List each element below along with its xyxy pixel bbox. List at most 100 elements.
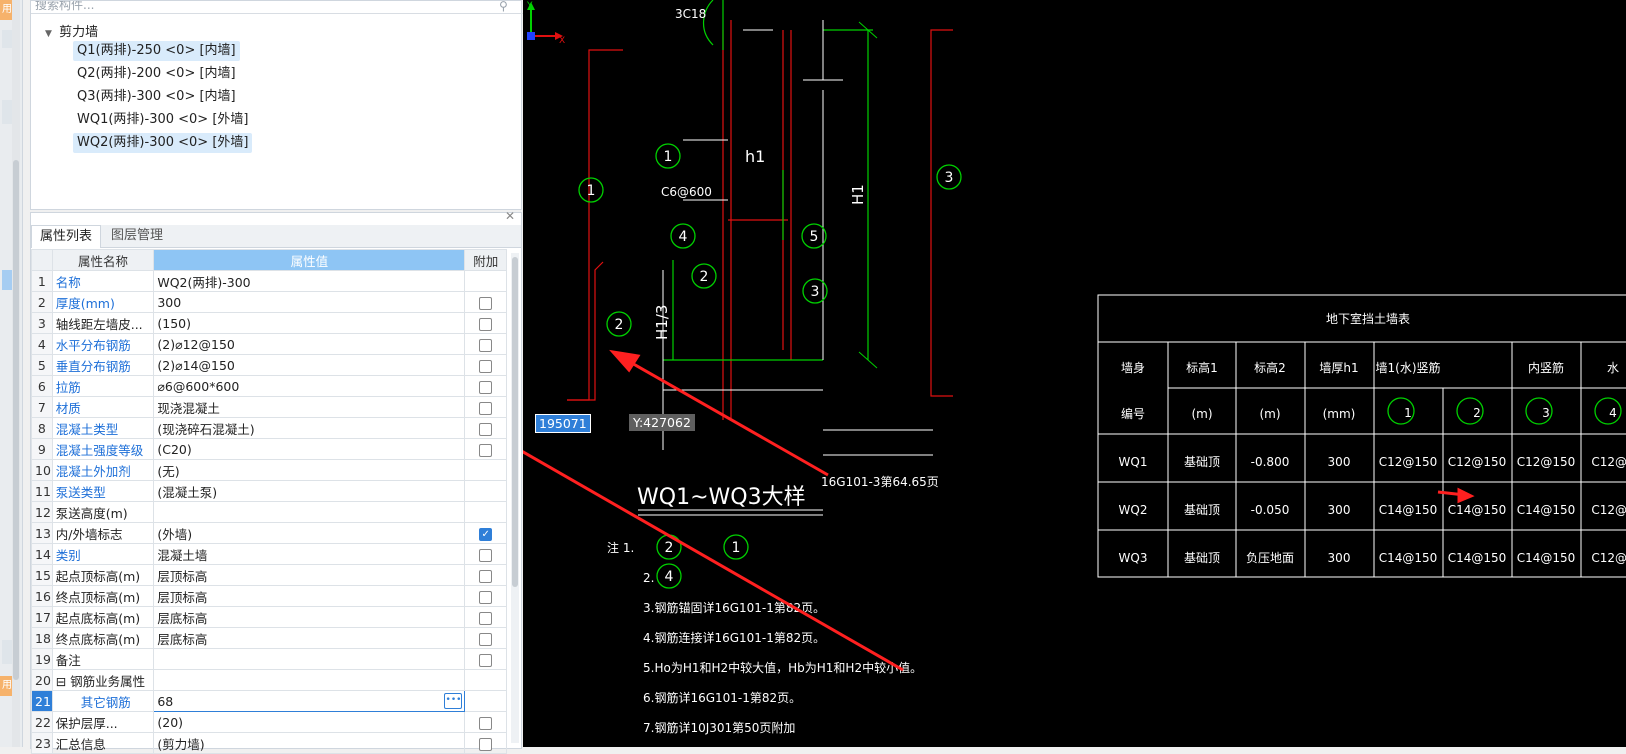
row-index: 9 xyxy=(31,438,53,460)
attach-checkbox[interactable] xyxy=(479,422,493,436)
property-value[interactable]: (混凝土泵) xyxy=(153,480,466,502)
attach-checkbox[interactable] xyxy=(479,317,493,331)
property-value-text[interactable]: 68 xyxy=(157,693,174,709)
tree-item[interactable]: Q1(两排)-250 <0> [内墙] xyxy=(73,41,240,61)
property-value[interactable]: (2)⌀12@150 xyxy=(153,333,466,355)
property-value[interactable] xyxy=(153,669,466,691)
left-scrollbar-thumb[interactable] xyxy=(13,160,19,680)
attach-checkbox[interactable] xyxy=(479,653,493,667)
row-index: 2 xyxy=(31,291,53,313)
left-tab-top[interactable]: 用 xyxy=(0,0,14,20)
property-scrollbar-thumb[interactable] xyxy=(512,257,518,587)
attach-checkbox[interactable] xyxy=(479,338,493,352)
property-value[interactable]: (外墙) xyxy=(153,522,466,544)
attach-checkbox[interactable] xyxy=(479,611,493,625)
tree-group-shear-wall[interactable]: ▼ 剪力墙 xyxy=(45,21,98,40)
tree-group-label: 剪力墙 xyxy=(59,25,99,40)
row-index: 21 xyxy=(31,690,53,712)
property-value-input[interactable]: 68 ••• xyxy=(153,690,466,712)
property-name: 泵送高度(m) xyxy=(51,501,155,523)
property-value[interactable]: 层顶标高 xyxy=(153,564,466,586)
property-value[interactable]: 混凝土墙 xyxy=(153,543,466,565)
left-tab-bottom[interactable]: 用 xyxy=(0,676,14,696)
property-value[interactable]: (150) xyxy=(153,312,466,334)
attach-checkbox[interactable]: ✓ xyxy=(479,527,493,541)
table-subheader: 2 xyxy=(1473,406,1481,420)
property-value[interactable]: (C20) xyxy=(153,438,466,460)
property-value[interactable]: (2)⌀14@150 xyxy=(153,354,466,376)
attach-checkbox[interactable] xyxy=(479,632,493,646)
property-value[interactable]: (剪力墙) xyxy=(153,732,466,754)
ellipsis-button[interactable]: ••• xyxy=(444,693,463,709)
tree-item[interactable]: WQ1(两排)-300 <0> [外墙] xyxy=(77,112,249,127)
note-line: 4.钢筋连接详16G101-1第82页。 xyxy=(643,630,825,645)
attach-checkbox[interactable] xyxy=(479,380,493,394)
col-header-extra: 附加 xyxy=(464,249,507,271)
attach-checkbox[interactable] xyxy=(479,548,493,562)
property-value[interactable] xyxy=(153,501,466,523)
tree-item[interactable]: Q3(两排)-300 <0> [内墙] xyxy=(77,89,236,104)
table-cell: WQ2 xyxy=(1119,503,1148,517)
row-index: 8 xyxy=(31,417,53,439)
search-icon[interactable]: ⚲ xyxy=(499,0,508,13)
property-value[interactable]: 层底标高 xyxy=(153,627,466,649)
property-value[interactable]: (无) xyxy=(153,459,466,481)
x-coordinate-input[interactable]: 195071 xyxy=(535,414,591,433)
search-input[interactable]: 搜索构件... xyxy=(31,1,525,14)
property-value[interactable]: WQ2(两排)-300 xyxy=(153,270,466,292)
property-name: 垂直分布钢筋 xyxy=(51,354,155,376)
property-value[interactable]: 300 xyxy=(153,291,466,313)
attach-checkbox[interactable] xyxy=(479,737,493,751)
property-value[interactable] xyxy=(153,648,466,670)
attach-checkbox[interactable] xyxy=(479,359,493,373)
row-index: 15 xyxy=(31,564,53,586)
tree-item[interactable]: Q2(两排)-200 <0> [内墙] xyxy=(77,66,236,81)
attach-checkbox[interactable] xyxy=(479,401,493,415)
attach-checkbox[interactable] xyxy=(479,569,493,583)
tab-layer-management[interactable]: 图层管理 xyxy=(111,228,164,243)
ucs-axis-icon: Y X xyxy=(526,1,565,44)
attach-checkbox[interactable] xyxy=(479,716,493,730)
property-value[interactable]: ⌀6@600*600 xyxy=(153,375,466,397)
property-value[interactable]: (20) xyxy=(153,711,466,733)
property-row[interactable]: 20⊟ 钢筋业务属性 xyxy=(31,669,507,691)
table-cell: -0.800 xyxy=(1251,455,1290,469)
tree-item-selected[interactable]: WQ2(两排)-300 <0> [外墙] xyxy=(73,133,253,153)
property-value[interactable]: 现浇混凝土 xyxy=(153,396,466,418)
attach-checkbox[interactable] xyxy=(479,443,493,457)
caret-down-icon[interactable]: ▼ xyxy=(45,29,52,39)
tab-property-list[interactable]: 属性列表 xyxy=(31,225,102,248)
close-icon[interactable]: ✕ xyxy=(504,209,515,223)
attach-checkbox[interactable] xyxy=(479,296,493,310)
H1-label: H1 xyxy=(849,184,867,205)
property-value[interactable]: 层底标高 xyxy=(153,606,466,628)
left-strip-block-active[interactable] xyxy=(2,270,12,290)
property-value[interactable]: (现浇碎石混凝土) xyxy=(153,417,466,439)
attach-checkbox[interactable] xyxy=(479,590,493,604)
svg-text:1: 1 xyxy=(587,183,596,199)
property-value[interactable]: 层顶标高 xyxy=(153,585,466,607)
